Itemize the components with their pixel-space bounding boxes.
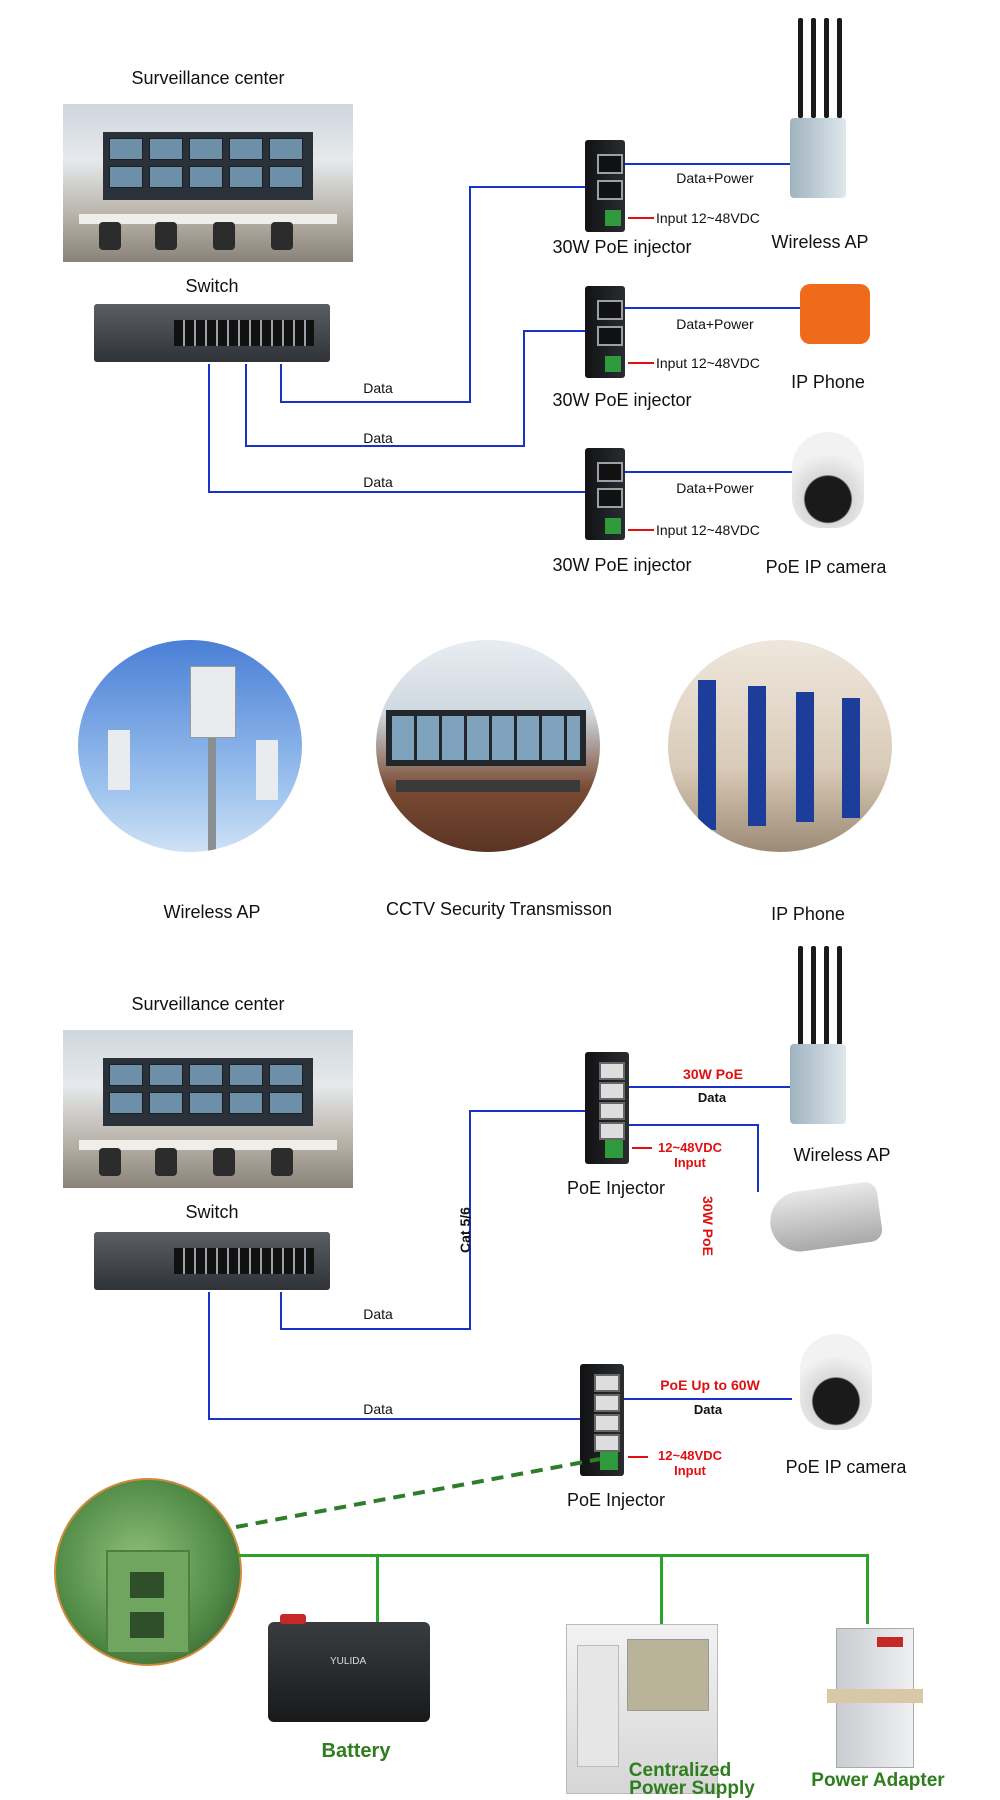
- device-label-2: IP Phone: [791, 372, 865, 392]
- power-label-bottom: PoE Up to 60W: [660, 1377, 760, 1393]
- poe-injector-3: [585, 448, 625, 540]
- network-switch-2: [94, 1232, 330, 1290]
- cctv-application-image: [376, 640, 600, 852]
- injector-label-2: 30W PoE injector: [552, 390, 692, 410]
- wireless-ap-device-1: [790, 118, 846, 198]
- data-label-top: Data: [697, 1090, 727, 1105]
- switch-label-2: Switch: [185, 1202, 239, 1222]
- surveillance-center-image-2: [63, 1030, 353, 1188]
- vertical-power-label: 30W PoE: [700, 1196, 716, 1256]
- poe-injector-2: [585, 286, 625, 378]
- data-label-s2-2: Data: [363, 1401, 393, 1417]
- power-source-centralized-line2: Power Supply: [629, 1778, 755, 1799]
- input-voltage-bottom: 12~48VDC: [658, 1448, 722, 1463]
- wireless-ap-application-image: [78, 640, 302, 852]
- device-label-3: PoE IP camera: [765, 557, 887, 577]
- power-source-centralized-line1: Centralized: [628, 1760, 732, 1781]
- battery-device: YULIDA: [268, 1614, 430, 1722]
- surveillance-center-label: Surveillance center: [131, 68, 285, 88]
- application-label-cctv: CCTV Security Transmisson: [385, 899, 613, 919]
- device-label-1: Wireless AP: [771, 232, 869, 252]
- surveillance-center-label-2: Surveillance center: [131, 994, 285, 1014]
- application-label-ip-phone: IP Phone: [771, 904, 845, 924]
- device-label-camera-2: PoE IP camera: [785, 1457, 907, 1477]
- injector-label-bottom: PoE Injector: [566, 1490, 666, 1510]
- switch-label: Switch: [185, 276, 239, 296]
- ip-phone-device: [800, 284, 870, 344]
- link-label-2: Data+Power: [676, 316, 754, 332]
- ip-camera-device-2: [800, 1334, 872, 1430]
- cable-label: Cat 5/6: [456, 1207, 473, 1253]
- surveillance-center-image: [63, 104, 353, 262]
- data-label-1: Data: [363, 380, 393, 396]
- network-switch: [94, 304, 330, 362]
- power-source-battery: Battery: [321, 1740, 391, 1762]
- input-label-bottom: Input: [674, 1463, 706, 1478]
- input-voltage-top: 12~48VDC: [658, 1140, 722, 1155]
- data-label-bottom: Data: [693, 1402, 723, 1417]
- ip-phone-application-image: [668, 640, 892, 852]
- poe-injector-top: [585, 1052, 629, 1164]
- injector-label-3: 30W PoE injector: [552, 555, 692, 575]
- data-label-2: Data: [363, 430, 393, 446]
- bullet-camera-device: [766, 1180, 884, 1256]
- power-source-adapter: Power Adapter: [811, 1770, 945, 1791]
- data-label-s2-1: Data: [363, 1306, 393, 1322]
- input-label-3: Input 12~48VDC: [656, 522, 760, 538]
- poe-injector-bottom: [580, 1364, 624, 1476]
- input-label-top: Input: [674, 1155, 706, 1170]
- data-label-3: Data: [363, 474, 393, 490]
- link-label-3: Data+Power: [676, 480, 754, 496]
- input-label-1: Input 12~48VDC: [656, 210, 760, 226]
- link-label-1: Data+Power: [676, 170, 754, 186]
- battery-brand: YULIDA: [330, 1656, 367, 1667]
- injector-label-top: PoE Injector: [566, 1178, 666, 1198]
- application-label-wireless-ap: Wireless AP: [163, 902, 261, 922]
- ip-camera-device-1: [792, 432, 864, 528]
- wireless-ap-device-2: [790, 1044, 846, 1124]
- terminal-block-zoom: [54, 1478, 242, 1666]
- poe-injector-1: [585, 140, 625, 232]
- device-label-ap-2: Wireless AP: [793, 1145, 891, 1165]
- terminal-connector-dashes: [235, 1457, 601, 1529]
- input-label-2: Input 12~48VDC: [656, 355, 760, 371]
- injector-label-1: 30W PoE injector: [552, 237, 692, 257]
- centralized-power-supply-device: [566, 1624, 718, 1794]
- power-adapter-device: [827, 1628, 923, 1768]
- power-label-top: 30W PoE: [683, 1066, 743, 1082]
